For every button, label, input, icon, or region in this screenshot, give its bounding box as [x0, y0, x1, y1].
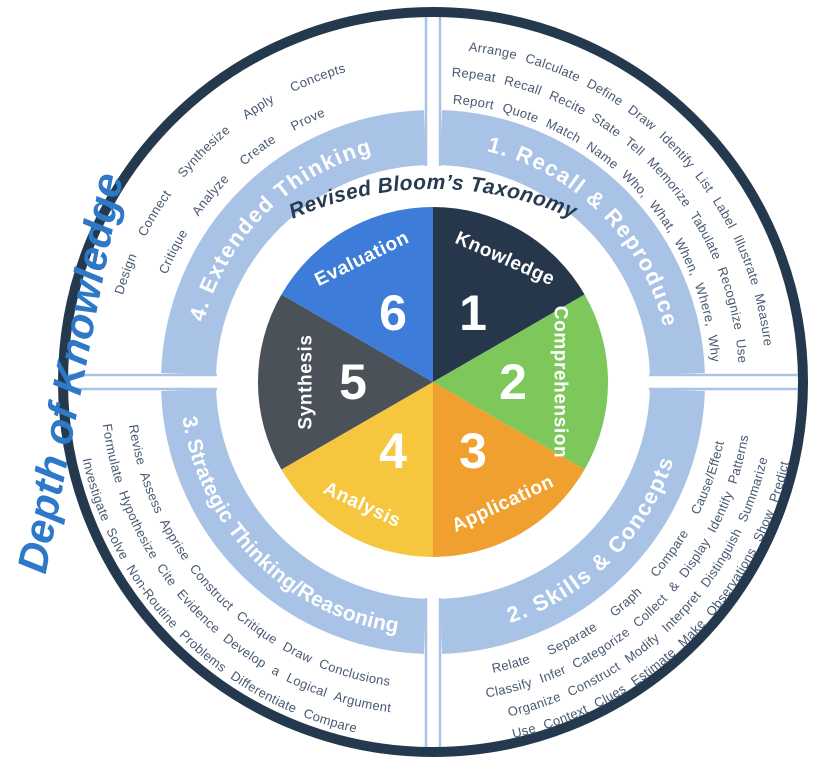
slice-knowledge — [433, 206, 585, 382]
slice-number-6: 6 — [379, 285, 407, 341]
quadrant-dividers — [68, 17, 798, 747]
slice-number-1: 1 — [459, 285, 487, 341]
outer-ring — [58, 7, 808, 757]
band-arc-q2 — [439, 388, 705, 654]
quadrant-band — [161, 110, 705, 654]
band-arc-q3 — [161, 388, 427, 654]
taxonomy-pie — [257, 206, 609, 557]
slice-number-4: 4 — [379, 423, 407, 479]
slice-number-5: 5 — [339, 354, 367, 410]
slice-comprehension — [433, 294, 609, 470]
slice-label-synthesis: Synthesis — [296, 334, 317, 429]
slice-label-comprehension: Comprehension — [550, 306, 571, 458]
slice-synthesis — [257, 294, 433, 470]
slice-number-2: 2 — [499, 354, 527, 410]
slice-application — [433, 382, 585, 557]
slice-evaluation — [281, 206, 433, 382]
slice-analysis — [281, 382, 433, 557]
depth-of-knowledge-label: Depth of Knowledge — [8, 169, 132, 576]
band-arc-q1 — [439, 110, 705, 376]
slice-numbers: 1 2 3 4 5 6 — [339, 285, 527, 479]
slice-number-3: 3 — [459, 423, 487, 479]
band-arc-q4 — [161, 110, 427, 376]
